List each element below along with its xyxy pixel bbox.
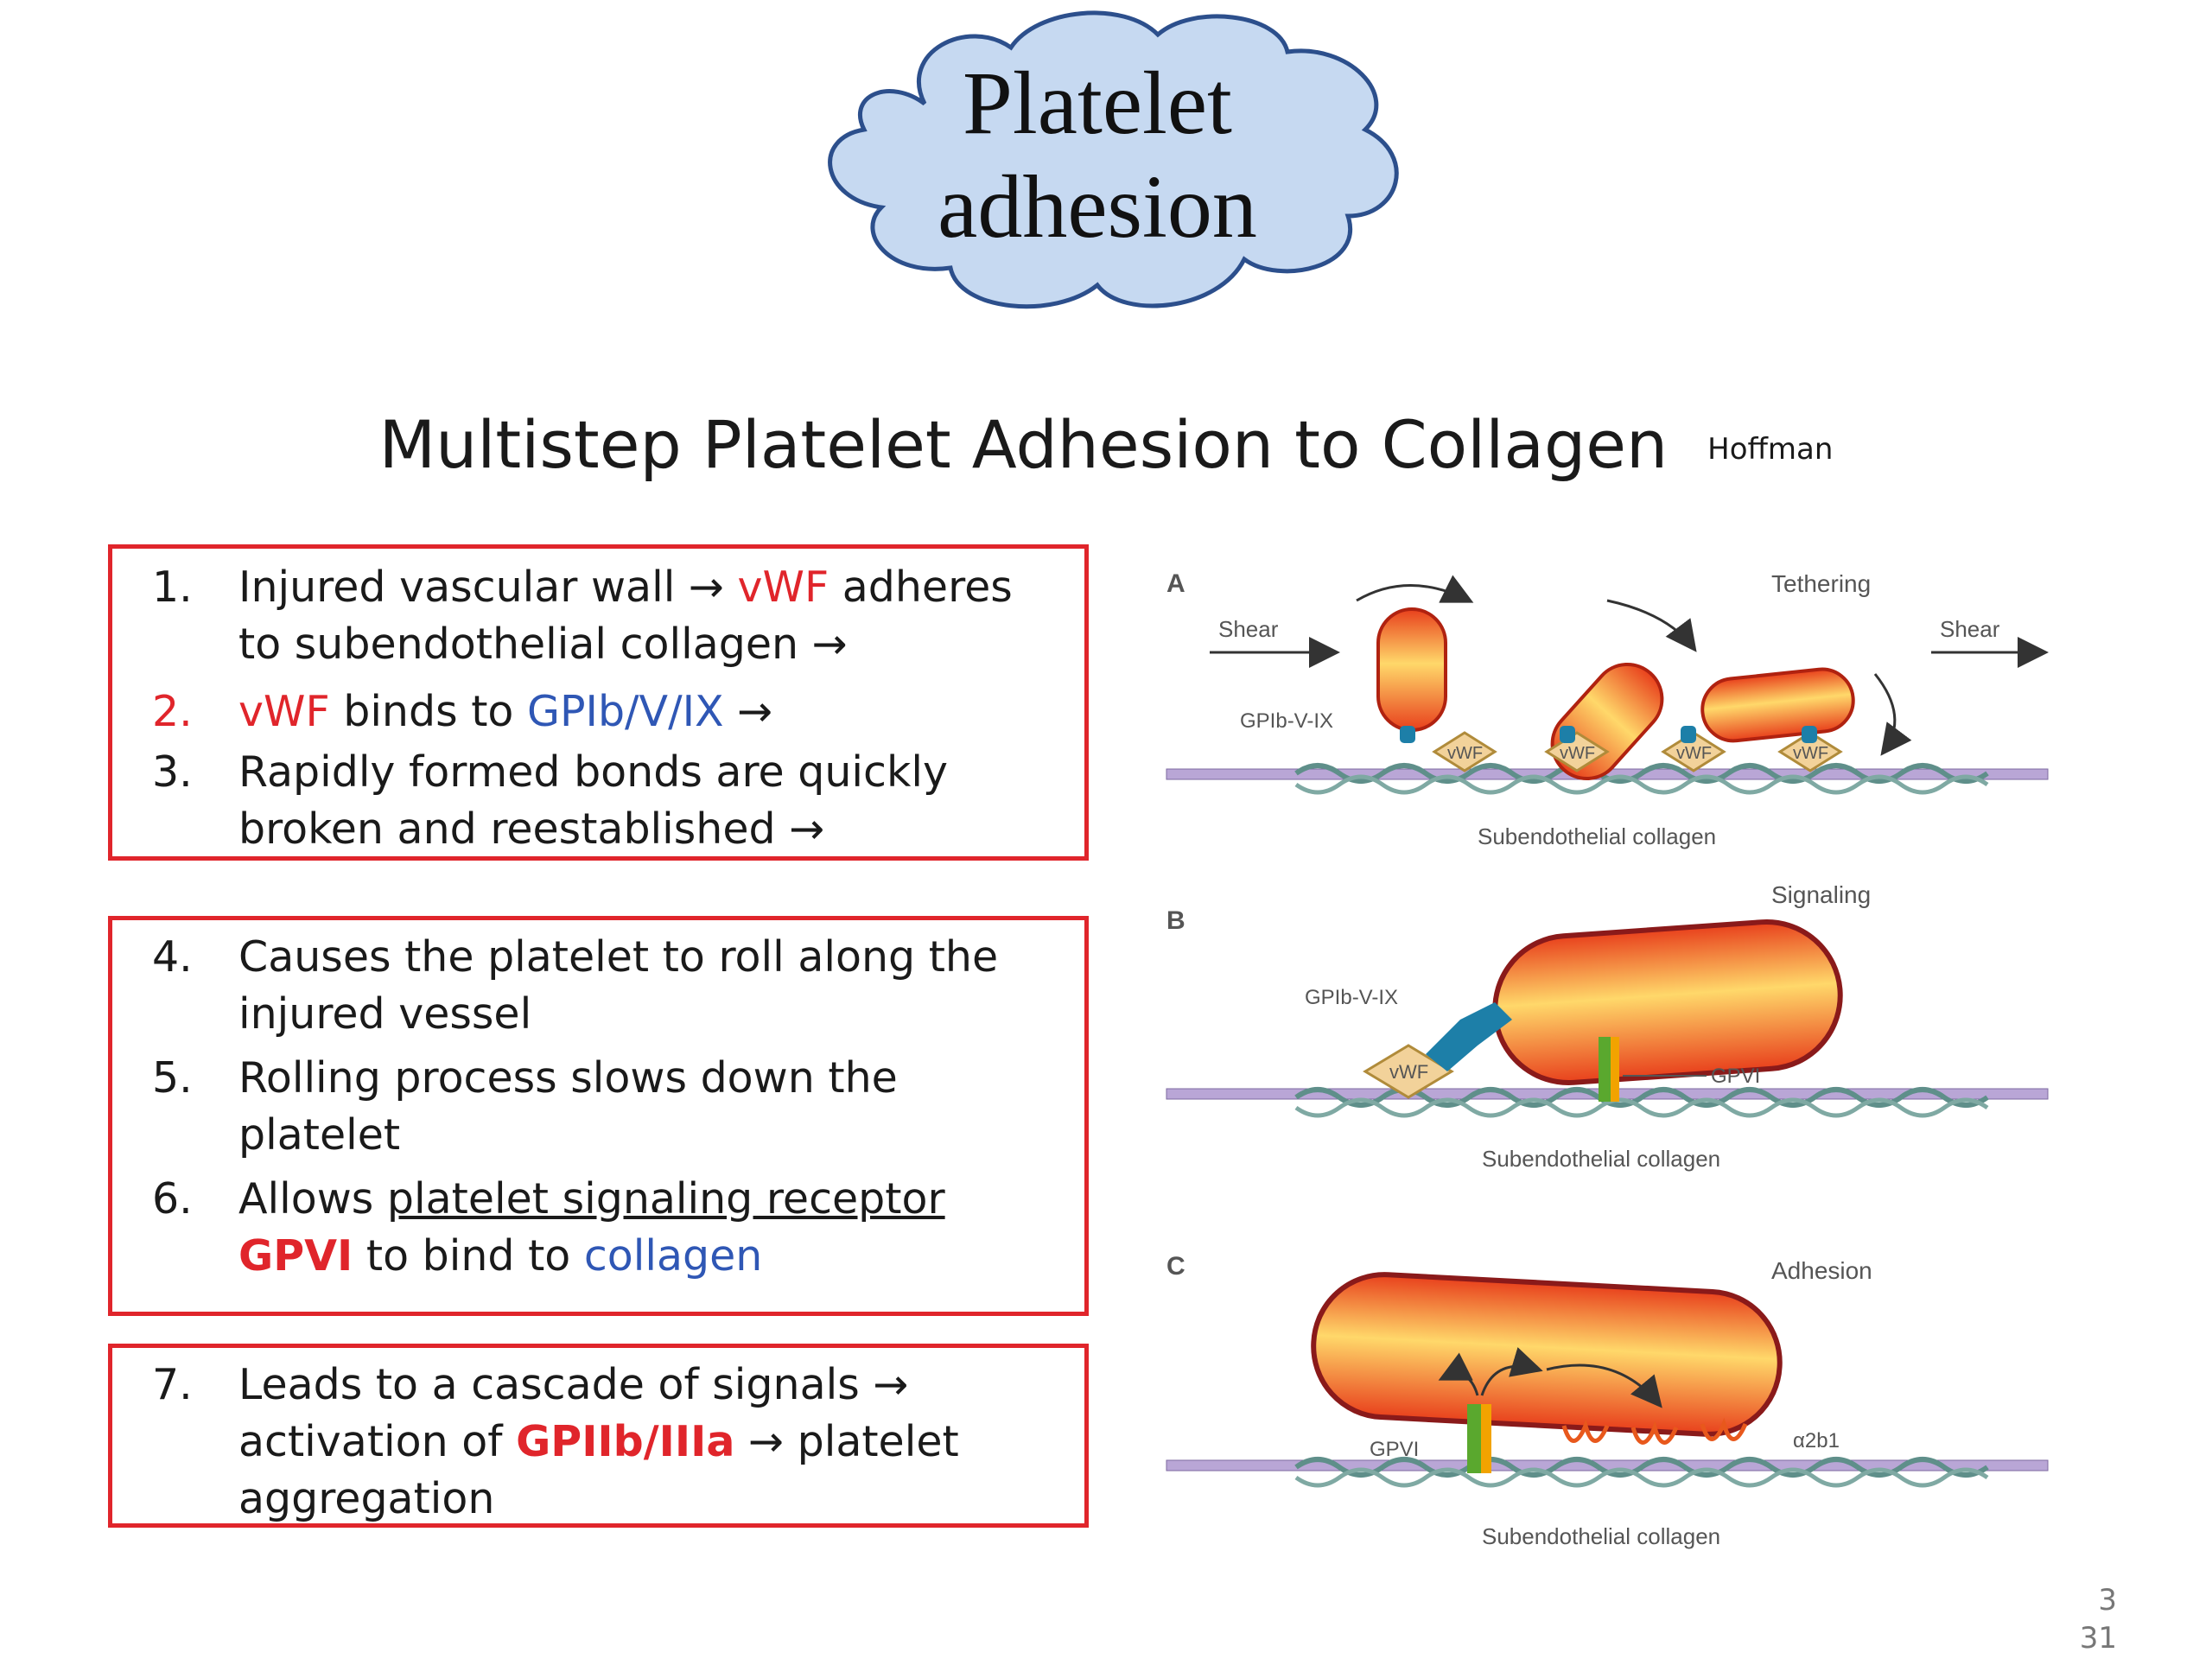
figure-heading-text: Multistep Platelet Adhesion to Collagen <box>378 406 1669 483</box>
steps-box-1: 1. Injured vascular wall → vWF adheres t… <box>108 544 1089 861</box>
matrix-label: Subendothelial collagen <box>1482 1523 1720 1549</box>
steps-box-3: 7. Leads to a cascade of signals → activ… <box>108 1344 1089 1528</box>
gpvi-label: GPVI <box>1711 1065 1760 1088</box>
figure-credit: Hoffman <box>1707 432 1834 467</box>
step-text: Injured vascular wall → <box>238 563 738 612</box>
step-text: Causes the platelet to roll along the in… <box>238 932 999 1039</box>
panel-c: C Adhesion GPVI α2b1 Subendothelial coll… <box>1166 1252 2049 1549</box>
step-2: 2. vWF binds to GPIb/V/IX → <box>152 683 1067 741</box>
panel-b: B Signaling vWF GPIb-V-IX GPVI Subendoth… <box>1166 881 2049 1172</box>
page-number: 3 31 <box>2065 1581 2117 1657</box>
vwf-label: vWF <box>1389 1061 1428 1083</box>
shear-label-right: Shear <box>1940 616 2000 642</box>
gpvi-receptor <box>1611 1037 1619 1102</box>
platelet <box>1700 667 1855 743</box>
page-number-top: 3 <box>2098 1583 2117 1618</box>
integrin-shape <box>1561 1419 1610 1443</box>
gpvi-label: GPVI <box>1370 1438 1419 1461</box>
collagen-fiber <box>1294 1097 1989 1118</box>
integrin-shape <box>1630 1421 1679 1445</box>
stage-label: Signaling <box>1771 881 1871 908</box>
step-number: 1. <box>152 563 193 612</box>
step-4: 4. Causes the platelet to roll along the… <box>152 929 1067 1043</box>
steps-box-2: 4. Causes the platelet to roll along the… <box>108 916 1089 1316</box>
matrix-label: Subendothelial collagen <box>1478 823 1716 849</box>
vwf-diamond <box>1363 1044 1454 1099</box>
collagen-term: collagen <box>583 1231 763 1281</box>
slide-title-line2: adhesion <box>938 157 1257 257</box>
vwf-diamond <box>1777 731 1843 772</box>
roll-arrow <box>1873 673 1912 756</box>
roll-arrow <box>1606 599 1697 652</box>
panel-letter: C <box>1166 1252 1185 1281</box>
panel-letter: B <box>1166 906 1185 935</box>
page-number-bottom: 31 <box>2079 1621 2117 1656</box>
platelet <box>1376 607 1447 732</box>
vwf-term: vWF <box>737 563 830 612</box>
vwf-label: vWF <box>1676 744 1712 763</box>
collagen-fiber <box>1294 1457 1989 1478</box>
figure-heading: Multistep Platelet Adhesion to Collagen H… <box>0 406 2212 483</box>
gpvi-term: GPVI <box>238 1231 353 1281</box>
receptor-shape <box>1426 1002 1512 1071</box>
gpvi-receptor <box>1599 1037 1611 1102</box>
vwf-label: vWF <box>1793 744 1828 763</box>
step-number: 7. <box>152 1360 193 1409</box>
shear-label-left: Shear <box>1218 616 1279 642</box>
integrin-label: α2b1 <box>1793 1429 1840 1452</box>
step-number: 2. <box>152 687 193 736</box>
step-text: Leads to a cascade of signals → activati… <box>238 1360 909 1466</box>
step-number: 3. <box>152 747 193 797</box>
step-5: 5. Rolling process slows down the platel… <box>152 1050 1067 1164</box>
collagen-fiber <box>1294 774 1989 795</box>
panel-letter: A <box>1166 569 1185 598</box>
step-text: Rapidly formed bonds are quickly broken … <box>238 747 948 854</box>
panel-a: A Tethering Shear Shear vWF vWF vWF vWF <box>1166 569 2049 849</box>
gpvi-receptor <box>1467 1404 1481 1473</box>
step-7: 7. Leads to a cascade of signals → activ… <box>152 1357 1067 1528</box>
receptor-shape <box>1681 726 1696 743</box>
gpib-term: GPIb/V/IX <box>526 687 724 736</box>
receptor-shape <box>1400 726 1415 743</box>
platelet <box>1492 918 1843 1086</box>
signaling-receptor-term: platelet signaling receptor <box>386 1174 945 1224</box>
step-1: 1. Injured vascular wall → vWF adheres t… <box>152 559 1067 673</box>
matrix-label: Subendothelial collagen <box>1482 1146 1720 1172</box>
step-text: to bind to <box>353 1231 584 1281</box>
step-text: → <box>723 687 773 736</box>
receptor-shape <box>1560 726 1575 743</box>
integrin-shape <box>1700 1417 1748 1441</box>
slide-title: Platelet adhesion <box>864 52 1331 259</box>
signal-arrow <box>1438 1352 1479 1396</box>
vwf-label: vWF <box>1560 744 1595 763</box>
stage-label: Adhesion <box>1771 1257 1872 1284</box>
platelet <box>1311 1272 1783 1437</box>
step-6: 6. Allows platelet signaling receptor GP… <box>152 1171 1067 1285</box>
roll-arrow <box>1356 575 1474 603</box>
step-3: 3. Rapidly formed bonds are quickly brok… <box>152 744 1067 858</box>
vwf-label: vWF <box>1447 744 1483 763</box>
step-text: binds to <box>329 687 527 736</box>
gpvi-receptor <box>1481 1404 1491 1473</box>
cloud-shape <box>828 10 1399 309</box>
signal-arrow <box>1480 1347 1543 1396</box>
stage-label: Tethering <box>1771 570 1871 597</box>
step-number: 6. <box>152 1174 193 1224</box>
collagen-fiber <box>1294 1467 1989 1488</box>
vwf-term: vWF <box>238 687 330 736</box>
receptor-shape <box>1802 726 1817 743</box>
adhesion-figure: A Tethering Shear Shear vWF vWF vWF vWF <box>1166 569 2049 1549</box>
receptor-label: GPIb-V-IX <box>1305 986 1398 1009</box>
step-text: Rolling process slows down the platelet <box>238 1053 898 1160</box>
slide-title-line1: Platelet <box>963 54 1232 153</box>
step-text: adheres to subendothelial collagen → <box>238 563 1013 669</box>
step-text: Allows <box>238 1174 387 1224</box>
step-number: 5. <box>152 1053 193 1103</box>
signal-arrow <box>1546 1363 1662 1408</box>
vwf-diamond <box>1432 731 1497 772</box>
receptor-label: GPIb-V-IX <box>1240 709 1333 733</box>
step-text: → platelet aggregation <box>238 1417 959 1523</box>
gpiib-iiia-term: GPIIb/IIIa <box>516 1417 735 1466</box>
step-number: 4. <box>152 932 193 982</box>
